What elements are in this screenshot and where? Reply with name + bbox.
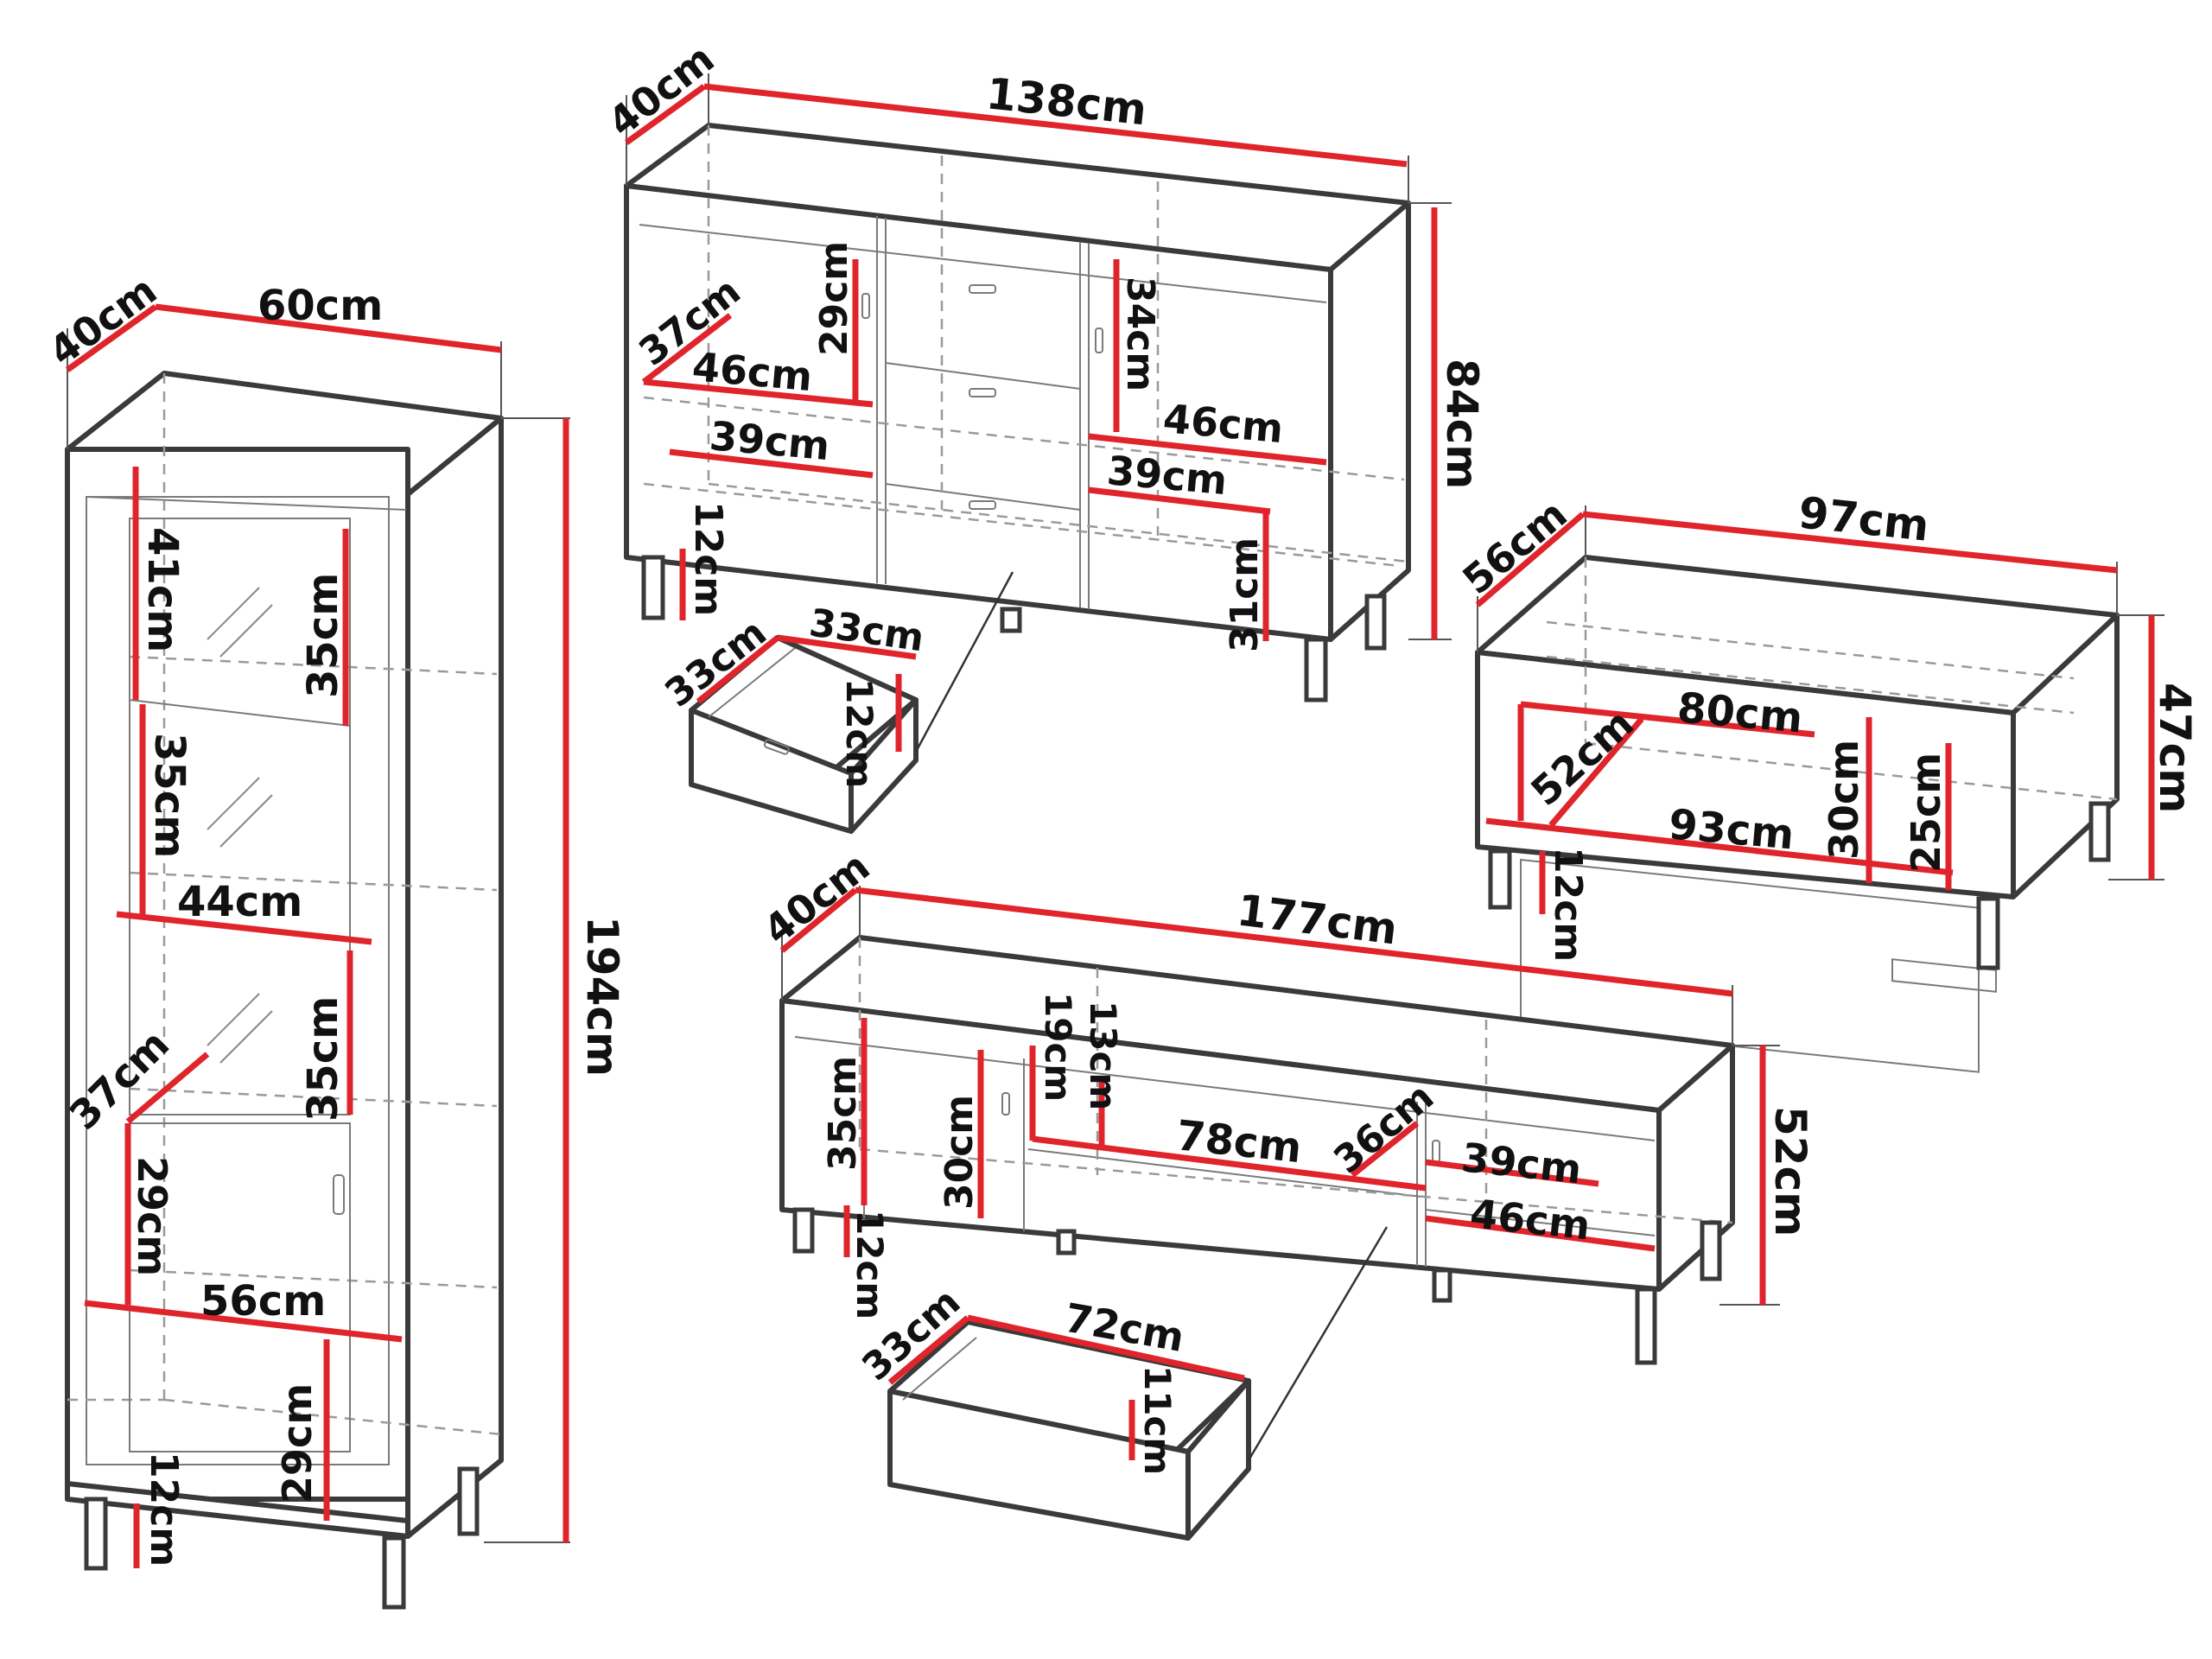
sideboard-drawer-12-label: 12cm <box>838 678 880 788</box>
tall-depth-label: 40cm <box>41 266 165 375</box>
coffee-table-12-label: 12cm <box>1546 847 1590 962</box>
tall-29a-label: 29cm <box>129 1156 175 1276</box>
coffee-table-80-label: 80cm <box>1675 683 1805 742</box>
sideboard-39a-label: 39cm <box>708 412 831 469</box>
tv-stand-30-label: 30cm <box>938 1095 982 1210</box>
tv-stand-13-label: 13cm <box>1082 1001 1124 1110</box>
tall-display-cabinet: 40cm 60cm 194cm 41cm 35cm 35cm 44cm 35cm… <box>41 266 627 1610</box>
tall-depth-line <box>65 304 158 372</box>
tall-29b-label: 29cm <box>274 1383 321 1503</box>
tv-stand-width-label: 177cm <box>1235 885 1401 954</box>
sideboard-46b-label: 46cm <box>1161 395 1285 452</box>
coffee-table-25-label: 25cm <box>1903 753 1949 873</box>
tall-width-label: 60cm <box>257 282 383 330</box>
tall-height-label: 194cm <box>577 916 627 1077</box>
tv-stand-19-label: 19cm <box>1037 992 1079 1102</box>
sideboard-46a-label: 46cm <box>690 343 814 400</box>
sideboard-width-label: 138cm <box>984 68 1149 135</box>
sideboard-29-label: 29cm <box>812 241 856 356</box>
tv-stand: 40cm 177cm 52cm 35cm 30cm 19cm 13cm 78cm… <box>755 842 1815 1541</box>
coffee-table-height-label: 47cm <box>2150 683 2200 813</box>
tv-stand-height-label: 52cm <box>1765 1106 1815 1236</box>
coffee-table-30-label: 30cm <box>1821 740 1867 860</box>
tall-width-line <box>155 303 502 353</box>
sideboard-34-label: 34cm <box>1118 276 1162 391</box>
sideboard-drawer-33b-label: 33cm <box>806 601 926 660</box>
tall-41-label: 41cm <box>138 527 187 652</box>
tall-12-label: 12cm <box>142 1452 186 1567</box>
tv-stand-35-label: 35cm <box>821 1056 865 1171</box>
sideboard-31-label: 31cm <box>1223 537 1267 652</box>
coffee-table: 56cm 97cm 47cm 80cm 52cm 93cm 30cm 25cm … <box>1453 487 2200 1073</box>
sideboard-39b-label: 39cm <box>1105 447 1229 504</box>
tall-44-label: 44cm <box>177 878 302 926</box>
tall-35c-label: 35cm <box>299 996 347 1122</box>
tall-35a-label: 35cm <box>299 573 347 698</box>
sideboard: 40cm 138cm 84cm 37cm 29cm 46cm 39cm 12cm… <box>600 35 1487 834</box>
tall-56-label: 56cm <box>200 1277 326 1325</box>
tv-stand-12-label: 12cm <box>849 1210 891 1319</box>
tv-drawer-11-label: 11cm <box>1136 1365 1179 1475</box>
sideboard-12-label: 12cm <box>686 501 730 616</box>
coffee-table-93-label: 93cm <box>1667 800 1796 859</box>
sideboard-height-label: 84cm <box>1437 359 1487 489</box>
tall-35b-label: 35cm <box>145 733 194 858</box>
